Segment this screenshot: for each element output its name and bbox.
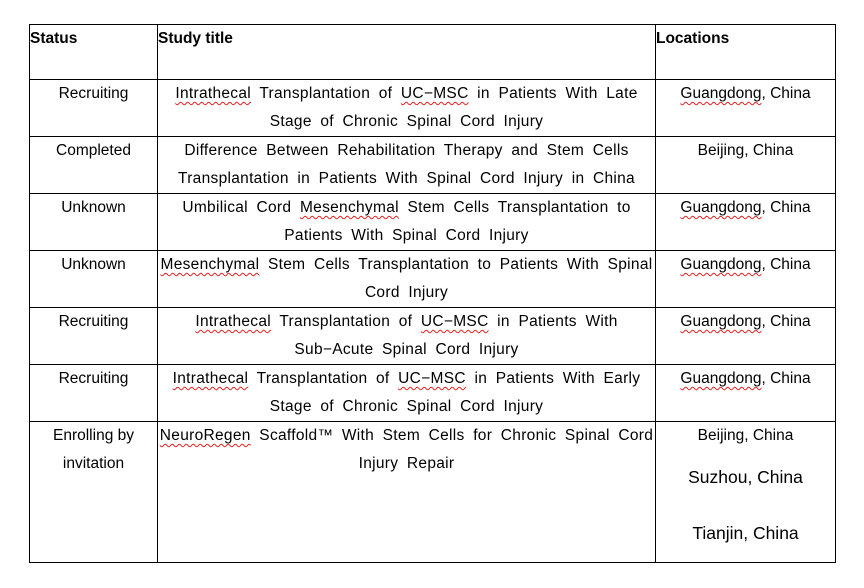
title-text: in Patients With Sub−Acute Spinal Cord I…: [294, 313, 618, 358]
table-row: Recruiting Intrathecal Transplantation o…: [29, 79, 836, 137]
header-locations: Locations: [655, 24, 836, 80]
study-title-cell: Intrathecal Transplantation of UC−MSC in…: [157, 307, 656, 365]
title-text: in Patients With Late Stage of Chronic S…: [269, 85, 638, 130]
header-study-title: Study title: [157, 24, 656, 80]
status-cell: Recruiting: [29, 364, 158, 422]
location-cell: Guangdong, China: [655, 193, 836, 251]
status-cell: Recruiting: [29, 307, 158, 365]
title-text: Transplantation of: [248, 370, 399, 387]
study-title-cell: Intrathecal Transplantation of UC−MSC in…: [157, 364, 656, 422]
title-text: Transplantation of: [271, 313, 421, 330]
table-header-row: Status Study title Locations: [29, 24, 836, 80]
title-text: Scaffold™ With Stem Cells for Chronic Sp…: [250, 427, 654, 472]
spellcheck-word: Guangdong: [680, 199, 762, 216]
status-cell: Completed: [29, 136, 158, 194]
status-cell: Enrolling by invitation: [29, 421, 158, 563]
location-cell: Guangdong, China: [655, 364, 836, 422]
spellcheck-word: Guangdong: [680, 256, 762, 273]
location-text: , China: [761, 85, 811, 102]
spellcheck-word: Mesenchymal: [299, 199, 399, 216]
spellcheck-word: UC−MSC: [400, 85, 469, 102]
location-cell: Guangdong, China: [655, 250, 836, 308]
title-text: Stem Cells Transplantation to Patients W…: [259, 256, 653, 301]
spellcheck-word: UC−MSC: [398, 370, 466, 387]
spellcheck-word: Intrathecal: [175, 85, 252, 102]
spellcheck-word: Guangdong: [680, 370, 762, 387]
location-cell: Guangdong, China: [655, 79, 836, 137]
location-text: , China: [761, 370, 811, 387]
spellcheck-word: Guangdong: [680, 313, 762, 330]
study-title-cell: Umbilical Cord Mesenchymal Stem Cells Tr…: [157, 193, 656, 251]
location-beijing: Beijing, China: [697, 427, 794, 444]
title-text: in Patients With Early Stage of Chronic …: [269, 370, 641, 415]
spellcheck-word: UC−MSC: [420, 313, 489, 330]
table-row: Recruiting Intrathecal Transplantation o…: [29, 364, 836, 422]
location-suzhou: Suzhou, China: [688, 467, 803, 487]
spellcheck-word: Intrathecal: [195, 313, 272, 330]
status-cell: Unknown: [29, 193, 158, 251]
spellcheck-word: Guangdong: [680, 85, 762, 102]
table-row: Unknown Mesenchymal Stem Cells Transplan…: [29, 250, 836, 308]
status-cell: Recruiting: [29, 79, 158, 137]
title-text: Transplantation of: [251, 85, 401, 102]
spellcheck-word: Intrathecal: [172, 370, 249, 387]
table-row: Enrolling by invitation NeuroRegen Scaff…: [29, 421, 836, 563]
location-cell: Beijing, China: [655, 136, 836, 194]
clinical-trials-table: Status Study title Locations Recruiting …: [29, 24, 836, 563]
spellcheck-word: NeuroRegen: [159, 427, 251, 444]
table-row: Recruiting Intrathecal Transplantation o…: [29, 307, 836, 365]
location-tianjin: Tianjin, China: [692, 523, 799, 543]
location-cell: Guangdong, China: [655, 307, 836, 365]
table-row: Completed Difference Between Rehabilitat…: [29, 136, 836, 194]
status-cell: Unknown: [29, 250, 158, 308]
location-text: , China: [761, 199, 811, 216]
title-text: Stem Cells Transplantation to Patients W…: [284, 199, 631, 244]
study-title-cell: NeuroRegen Scaffold™ With Stem Cells for…: [157, 421, 656, 563]
spellcheck-word: Mesenchymal: [160, 256, 260, 273]
study-title-cell: Difference Between Rehabilitation Therap…: [157, 136, 656, 194]
study-title-cell: Intrathecal Transplantation of UC−MSC in…: [157, 79, 656, 137]
title-text: Umbilical Cord: [182, 199, 300, 216]
header-status: Status: [29, 24, 158, 80]
location-text: , China: [761, 313, 811, 330]
table-row: Unknown Umbilical Cord Mesenchymal Stem …: [29, 193, 836, 251]
study-title-cell: Mesenchymal Stem Cells Transplantation t…: [157, 250, 656, 308]
location-text: , China: [761, 256, 811, 273]
location-cell: Beijing, China Suzhou, China Tianjin, Ch…: [655, 421, 836, 563]
